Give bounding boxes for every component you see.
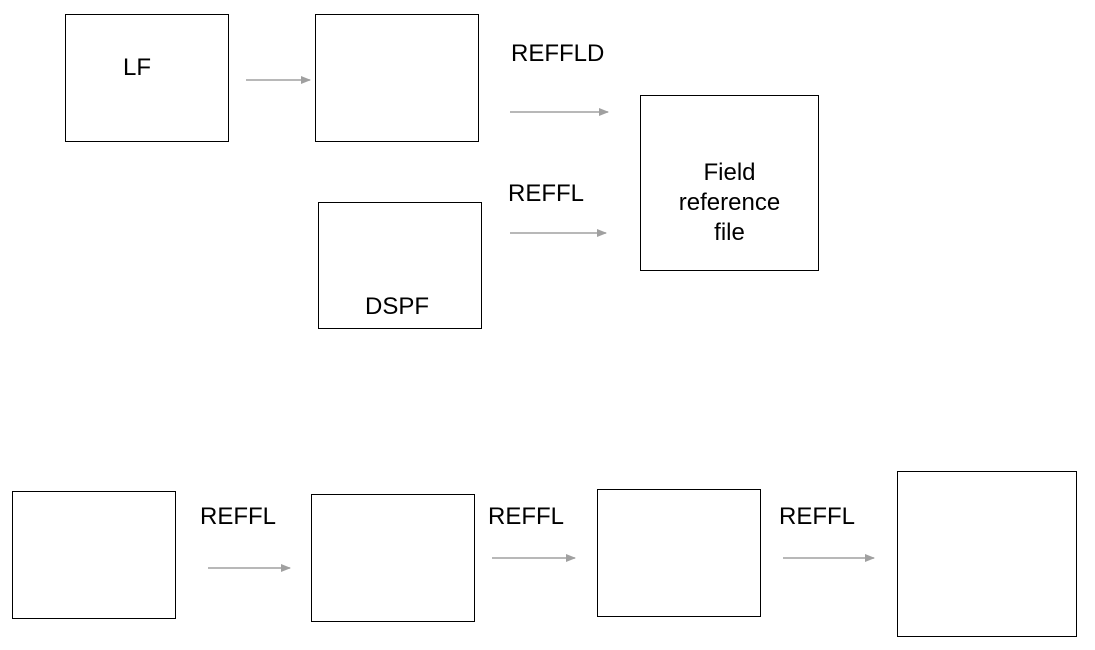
bottom-reffl-label-2: REFFL bbox=[488, 503, 565, 530]
reffld-label: REFFLD bbox=[511, 40, 605, 67]
bottom-reffl-label-1: REFFL bbox=[200, 503, 277, 530]
reffl-label-top: REFFL bbox=[508, 180, 585, 207]
bottom-box-2 bbox=[311, 494, 475, 622]
bottom-box-1 bbox=[12, 491, 176, 619]
field-reference-file-label: Field reference file bbox=[641, 158, 818, 248]
lf-label: LF bbox=[122, 54, 151, 81]
bottom-box-3 bbox=[597, 489, 761, 617]
field-reference-line-3: file bbox=[714, 219, 745, 246]
field-reference-line-1: Field bbox=[703, 159, 756, 186]
dspf-label: DSPF bbox=[364, 293, 429, 320]
middle-box bbox=[315, 14, 479, 142]
field-reference-file-box: Field reference file bbox=[640, 95, 819, 271]
bottom-box-4 bbox=[897, 471, 1077, 637]
field-reference-line-2: reference bbox=[678, 189, 781, 216]
lf-box: LF bbox=[65, 14, 229, 142]
dspf-box: DSPF bbox=[318, 202, 482, 329]
bottom-reffl-label-3: REFFL bbox=[779, 503, 856, 530]
